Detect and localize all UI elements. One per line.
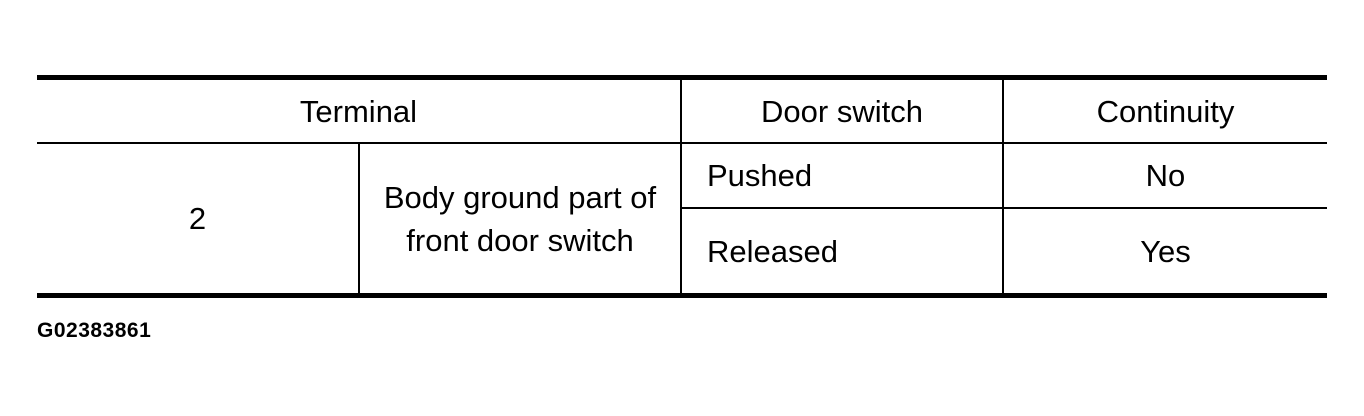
header-terminal: Terminal — [37, 77, 681, 144]
continuity-table: Terminal Door switch Continuity 2 Body g… — [37, 75, 1327, 298]
door-switch-cell: Released — [680, 208, 1003, 296]
table-row: Released Yes — [37, 208, 1327, 296]
continuity-cell: No — [1002, 143, 1327, 209]
header-door-switch: Door switch — [680, 77, 1003, 144]
door-switch-cell: Pushed — [680, 143, 1003, 209]
figure-code: G02383861 — [37, 319, 152, 342]
terminal-point-cell: Body ground part of front door switch — [358, 143, 681, 296]
table-row: 2 Body ground part of front door switch … — [37, 143, 1327, 296]
header-row: Terminal Door switch Continuity — [37, 77, 1327, 144]
terminal-number-cell: 2 — [188, 201, 207, 236]
terminal-point-text: Body ground part of front door switch — [383, 179, 657, 258]
continuity-cell: Yes — [1002, 208, 1327, 296]
header-continuity: Continuity — [1002, 77, 1327, 144]
